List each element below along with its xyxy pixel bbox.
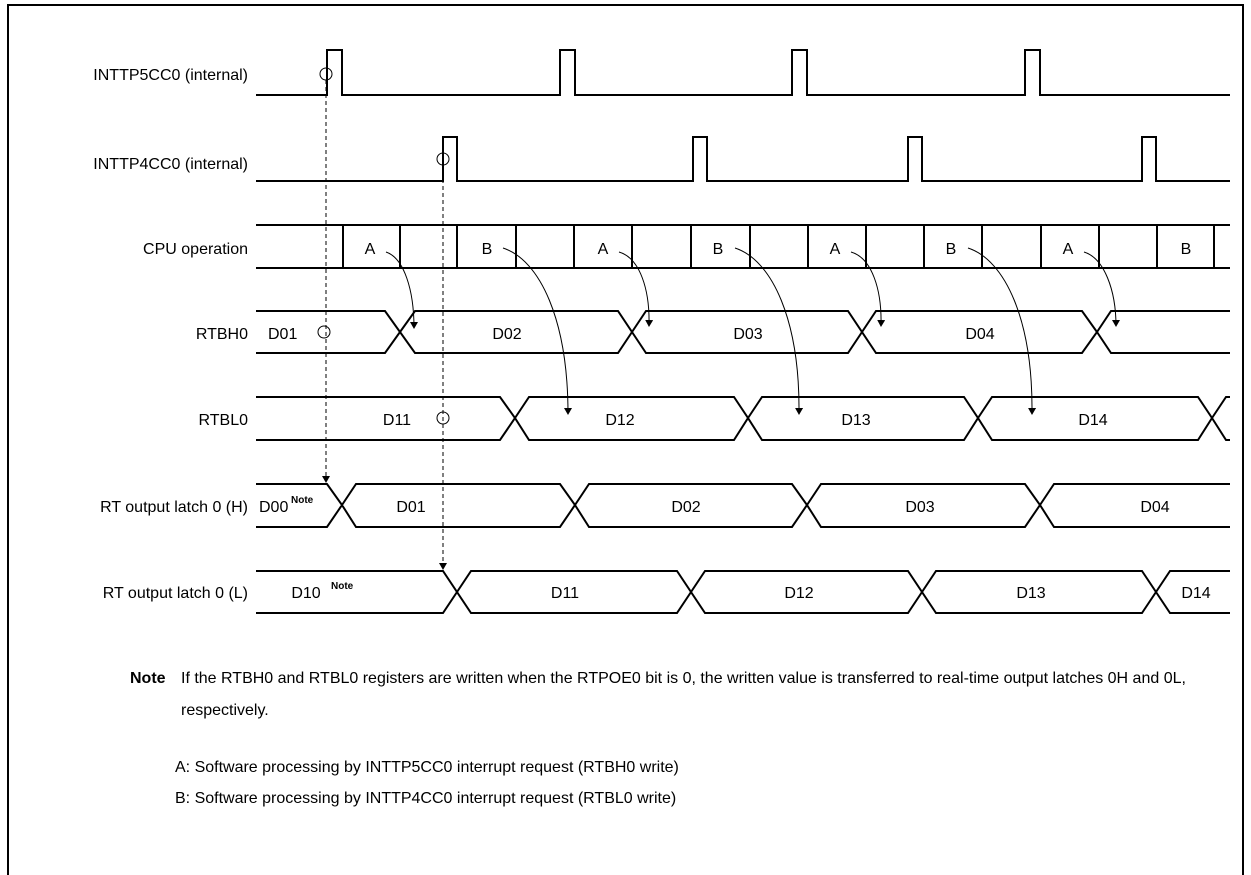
rt-output-h-value-0: D00 — [259, 499, 288, 516]
label-cpu-operation: CPU operation — [143, 241, 248, 258]
rtbl0-value-4: D14 — [1078, 412, 1107, 429]
rtbl0-value-2: D12 — [605, 412, 634, 429]
rt-output-l-note-mark: Note — [331, 581, 354, 592]
rt-output-l-value-1: D11 — [551, 585, 579, 602]
rtbl0-bus-waveform — [256, 396, 1230, 441]
cpu-op-b-1: B — [482, 241, 493, 258]
rt-output-l-value-2: D12 — [784, 585, 813, 602]
rt-output-h-bus-waveform — [256, 483, 1230, 528]
legend: A: Software processing by INTTP5CC0 inte… — [175, 752, 679, 814]
rtbh0-value-1: D01 — [268, 326, 297, 343]
legend-item-a: A: Software processing by INTTP5CC0 inte… — [175, 759, 679, 776]
label-rt-output-latch-l: RT output latch 0 (L) — [103, 585, 248, 602]
inttp4cc0-waveform — [256, 136, 1230, 182]
label-inttp5cc0: INTTP5CC0 (internal) — [93, 67, 248, 84]
cpu-op-b-3: B — [946, 241, 957, 258]
b-write-arrows — [502, 247, 1037, 415]
legend-item-b: B: Software processing by INTTP4CC0 inte… — [175, 790, 677, 807]
rt-output-l-value-4: D14 — [1181, 585, 1210, 602]
rt-output-h-value-1: D01 — [396, 499, 425, 516]
a-write-arrows — [385, 251, 1120, 329]
cpu-op-b-2: B — [713, 241, 724, 258]
cpu-op-a-4: A — [1063, 241, 1074, 258]
note-text: If the RTBH0 and RTBL0 registers are wri… — [181, 670, 1186, 719]
cpu-op-b-4: B — [1181, 241, 1192, 258]
note-block: Note If the RTBH0 and RTBL0 registers ar… — [130, 663, 1220, 727]
rtbh0-latch-marker — [317, 325, 331, 339]
label-rtbh0: RTBH0 — [196, 326, 248, 343]
cpu-op-a-2: A — [598, 241, 609, 258]
cpu-operation-row — [256, 224, 1230, 269]
rt-output-h-value-2: D02 — [671, 499, 700, 516]
rtbh0-value-4: D04 — [965, 326, 994, 343]
note-heading: Note — [130, 670, 166, 687]
rtbl0-value-1: D11 — [383, 412, 411, 429]
rtbh0-bus-waveform — [256, 310, 1230, 354]
label-rt-output-latch-h: RT output latch 0 (H) — [100, 499, 248, 516]
rt-output-h-value-4: D04 — [1140, 499, 1169, 516]
rt-output-h-note-mark: Note — [291, 495, 314, 506]
rt-output-l-value-0: D10 — [291, 585, 320, 602]
cpu-op-a-3: A — [830, 241, 841, 258]
cpu-op-a-1: A — [365, 241, 376, 258]
inttp5cc0-waveform — [256, 49, 1230, 96]
label-rtbl0: RTBL0 — [198, 412, 248, 429]
rtbh0-value-2: D02 — [492, 326, 521, 343]
rt-output-h-value-3: D03 — [905, 499, 934, 516]
diagram-frame — [7, 4, 1244, 875]
rt-output-l-value-3: D13 — [1016, 585, 1045, 602]
label-inttp4cc0: INTTP4CC0 (internal) — [93, 156, 248, 173]
rtbl0-value-3: D13 — [841, 412, 870, 429]
rtbh0-value-3: D03 — [733, 326, 762, 343]
rt-output-l-bus-waveform — [256, 570, 1230, 614]
